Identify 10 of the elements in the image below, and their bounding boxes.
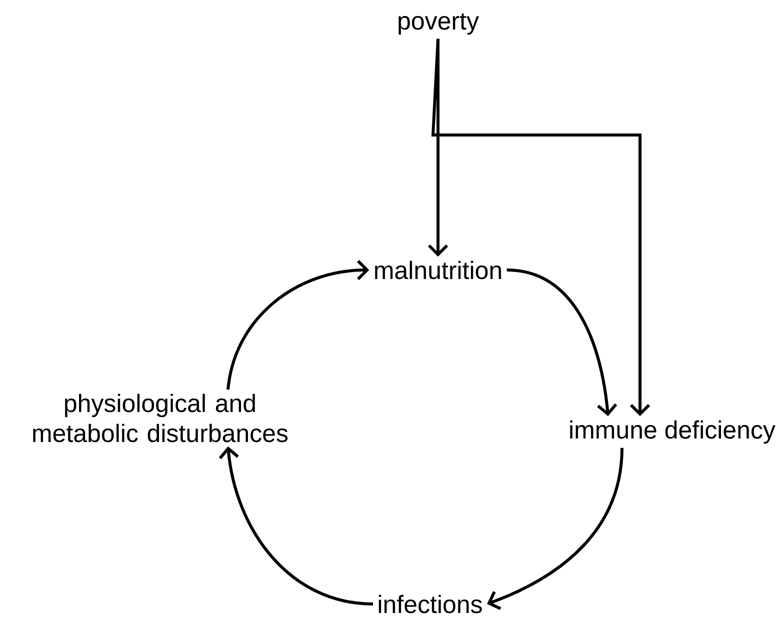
arrow <box>226 260 370 390</box>
node-label: malnutrition <box>375 260 501 280</box>
arrow <box>506 268 618 416</box>
node-label: infections <box>378 594 482 614</box>
node-label: poverty <box>398 13 479 35</box>
arrow <box>431 38 650 416</box>
node-label: immune deficiency <box>570 420 776 444</box>
node-label: physiological and metabolic disturbances <box>33 394 288 442</box>
arrow <box>487 448 624 610</box>
arrow <box>218 446 374 606</box>
